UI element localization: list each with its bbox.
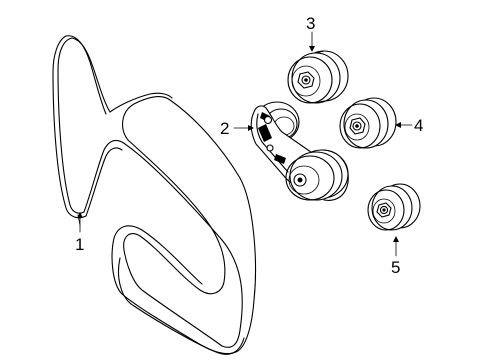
idler-pulley-right (339, 97, 397, 149)
callout-1: 1 (75, 235, 84, 254)
belt-tensioner (250, 101, 349, 201)
callout-2: 2 (220, 119, 229, 138)
idler-pulley-lower (367, 183, 421, 231)
idler-pulley-upper (287, 50, 349, 104)
callout-5: 5 (391, 258, 400, 277)
serpentine-belt (52, 35, 257, 355)
callout-4: 4 (414, 116, 423, 135)
callout-3: 3 (306, 14, 315, 33)
leader-lines (77, 31, 413, 257)
